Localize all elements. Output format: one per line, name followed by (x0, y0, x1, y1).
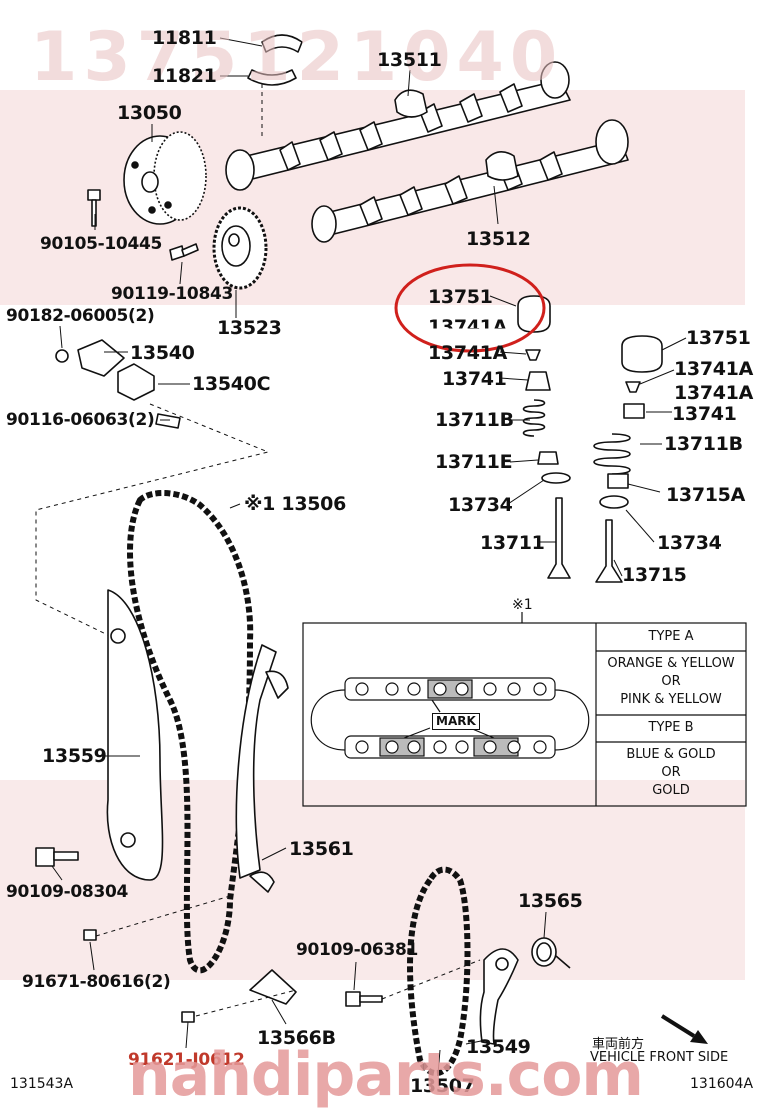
ref-box-marker: ※1 (512, 597, 533, 613)
label-13506: ※1 13506 (244, 493, 347, 515)
label-90109-08304: 90109-08304 (6, 882, 129, 902)
label-13565: 13565 (518, 890, 583, 912)
chain-mark-diagram (310, 677, 590, 759)
sprocket-13523-drawing (212, 206, 268, 290)
ref-box-type-b: TYPE B (648, 720, 694, 735)
label-13566b: 13566B (257, 1027, 336, 1049)
watermark-top-number: 1375121040 (30, 18, 564, 97)
bolt-91621-drawing (181, 1011, 195, 1023)
watermark-bottom-site: nahdiparts.com (128, 1040, 644, 1110)
bearing-11811-drawing (247, 34, 303, 86)
label-13734-1: 13734 (448, 494, 513, 516)
label-13523: 13523 (217, 317, 282, 339)
label-11811: 11811 (152, 27, 217, 49)
label-90119-10843: 90119-10843 (111, 284, 234, 304)
label-13511: 13511 (377, 49, 442, 71)
label-13540: 13540 (130, 342, 195, 364)
front-side-en: VEHICLE FRONT SIDE (590, 1050, 729, 1065)
slipper-13561-drawing (235, 644, 289, 893)
spring-13565-drawing (531, 937, 571, 969)
label-13512: 13512 (466, 228, 531, 250)
label-13734-2: 13734 (657, 532, 722, 554)
label-13751-circled: 13751 (428, 286, 493, 308)
front-arrow-icon (660, 1014, 708, 1044)
label-13549: 13549 (466, 1036, 531, 1058)
bolt-90109-08304-drawing (35, 847, 79, 867)
highlight-circle (394, 263, 546, 353)
ref-box-type-b-color-3: GOLD (652, 783, 690, 798)
label-13741a-2: 13741A (428, 342, 508, 364)
bolt-90119-drawing (169, 243, 199, 261)
label-90116-06063: 90116-06063(2) (6, 410, 155, 430)
label-90105-10445: 90105-10445 (40, 234, 163, 254)
label-13559: 13559 (42, 745, 107, 767)
corner-code-left: 131543A (10, 1076, 74, 1092)
label-13715: 13715 (622, 564, 687, 586)
bolt-91671-drawing (83, 929, 97, 941)
tensioner-13540-drawing (55, 339, 181, 429)
label-91671-80616: 91671-80616(2) (22, 972, 171, 992)
label-13711b-2: 13711B (664, 433, 743, 455)
vvt-gear-13050-drawing (123, 131, 207, 225)
label-13741-2: 13741 (672, 403, 737, 425)
label-13741-1: 13741 (442, 368, 507, 390)
ref-box-type-a-color-1: ORANGE & YELLOW (607, 656, 735, 671)
bolt-90109-06381-drawing (345, 991, 383, 1007)
chain-guide-13559-drawing (106, 589, 164, 881)
ref-box-mark-label: MARK (432, 713, 480, 730)
ref-box-type-b-color-2: OR (661, 765, 681, 780)
label-13751-2: 13751 (686, 327, 751, 349)
label-91621-j0612: 91621-J0612 (128, 1050, 245, 1070)
label-13711e: 13711E (435, 451, 513, 473)
valve-stack-right-drawing (593, 335, 663, 583)
ref-box-type-a-color-3: PINK & YELLOW (620, 692, 722, 707)
label-11821: 11821 (152, 65, 217, 87)
reference-box-frame (302, 612, 747, 807)
label-13741a-1: 13741A (428, 316, 508, 338)
chain-13507-drawing (407, 866, 471, 1077)
camshaft-13511-drawing (225, 61, 571, 191)
ref-box-type-a: TYPE A (648, 629, 694, 644)
label-13741a-3: 13741A (674, 358, 754, 380)
valve-stack-left-drawing (517, 295, 571, 579)
corner-code-right: 131604A (690, 1076, 754, 1092)
oil-jet-13566b-drawing (249, 969, 297, 1005)
label-13050: 13050 (117, 102, 182, 124)
label-13561: 13561 (289, 838, 354, 860)
label-13711b-1: 13711B (435, 409, 514, 431)
leader-lines (51, 37, 687, 1075)
label-90182-06005: 90182-06005(2) (6, 306, 155, 326)
label-13741a-4: 13741A (674, 382, 754, 404)
label-13715a: 13715A (666, 484, 746, 506)
timing-chain-13506-drawing (127, 490, 254, 974)
label-13711: 13711 (480, 532, 545, 554)
tensioner-arm-13549-drawing (479, 948, 519, 1045)
label-90109-06381: 90109-06381 (296, 940, 419, 960)
front-side-jp: 車両前方 (592, 1037, 645, 1052)
ref-box-type-b-color-1: BLUE & GOLD (626, 747, 716, 762)
label-13507: 13507 (410, 1075, 475, 1097)
ref-box-type-a-color-2: OR (661, 674, 681, 689)
label-13540c: 13540C (192, 373, 271, 395)
camshaft-13512-drawing (311, 119, 629, 243)
